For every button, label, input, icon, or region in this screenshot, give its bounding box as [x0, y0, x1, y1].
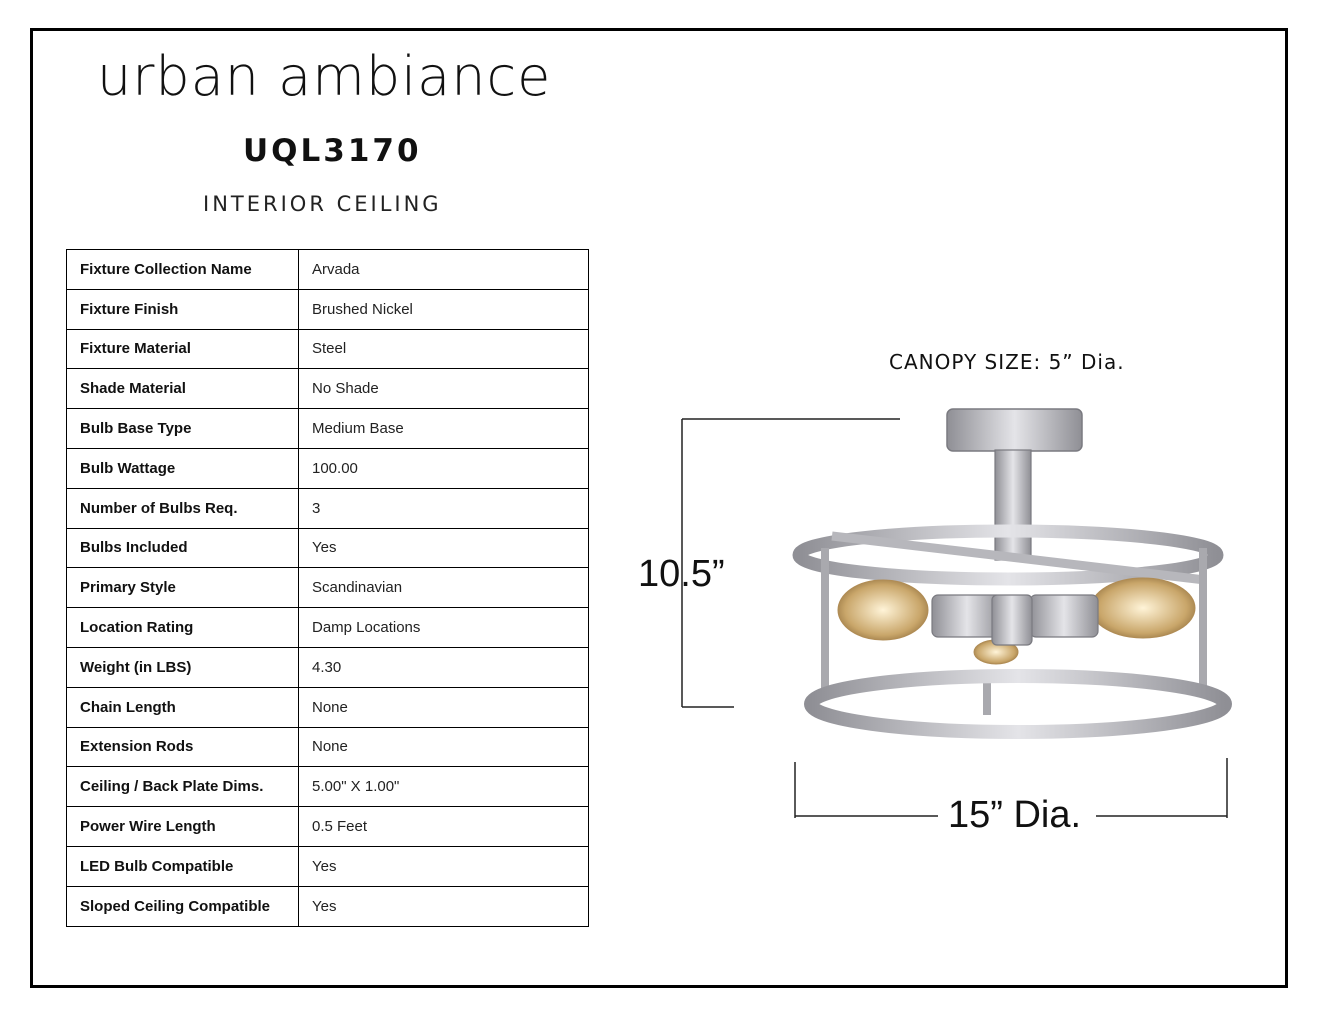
spec-value: Yes — [298, 885, 589, 927]
spec-value: Steel — [298, 328, 589, 370]
spec-label: Shade Material — [66, 368, 299, 410]
spec-value: Scandinavian — [298, 567, 589, 609]
stem — [994, 449, 1032, 561]
spec-value: 4.30 — [298, 646, 589, 688]
socket-center — [991, 594, 1033, 646]
bottom-ring — [804, 669, 1232, 739]
product-category: INTERIOR CEILING — [203, 192, 442, 216]
spec-label: Weight (in LBS) — [66, 646, 299, 688]
spec-value: None — [298, 726, 589, 768]
spec-value: None — [298, 686, 589, 728]
spec-label: Ceiling / Back Plate Dims. — [66, 766, 299, 808]
spec-value: Brushed Nickel — [298, 288, 589, 330]
spec-label: Fixture Collection Name — [66, 249, 299, 290]
canopy — [946, 408, 1083, 452]
bulb-left — [837, 579, 929, 641]
brand-logo: urban ambiance — [97, 45, 552, 108]
socket-right — [1029, 594, 1099, 638]
spec-value: Yes — [298, 845, 589, 887]
canopy-size-label: CANOPY SIZE: 5” Dia. — [889, 350, 1125, 374]
fixture-diagram — [681, 408, 1232, 818]
height-dimension-label: 10.5” — [638, 553, 725, 595]
spec-label: Fixture Material — [66, 328, 299, 370]
spec-value: 100.00 — [298, 447, 589, 489]
spec-value: 3 — [298, 487, 589, 529]
spec-label: LED Bulb Compatible — [66, 845, 299, 887]
spec-label: Number of Bulbs Req. — [66, 487, 299, 529]
spec-row: Weight (in LBS)4.30 — [66, 646, 589, 688]
spec-value: Damp Locations — [298, 607, 589, 648]
spec-label: Location Rating — [66, 607, 299, 648]
spec-label: Bulb Base Type — [66, 408, 299, 449]
spec-value: No Shade — [298, 368, 589, 410]
width-dimension-label: 15” Dia. — [940, 794, 1090, 837]
spec-label: Power Wire Length — [66, 806, 299, 847]
spec-label: Sloped Ceiling Compatible — [66, 885, 299, 927]
spec-label: Extension Rods — [66, 726, 299, 768]
bulb-right — [1090, 577, 1196, 639]
spec-value: 5.00" X 1.00" — [298, 766, 589, 808]
spec-row: Number of Bulbs Req.3 — [66, 487, 589, 529]
spec-label: Chain Length — [66, 686, 299, 728]
height-dimension-line — [681, 418, 900, 708]
spec-value: Arvada — [298, 249, 589, 290]
spec-label: Bulbs Included — [66, 527, 299, 569]
spec-value: Yes — [298, 527, 589, 569]
model-number: UQL3170 — [243, 133, 422, 169]
page-border — [30, 28, 1288, 988]
spec-value: 0.5 Feet — [298, 806, 589, 847]
spec-label: Fixture Finish — [66, 288, 299, 330]
spec-label: Bulb Wattage — [66, 447, 299, 489]
top-ring — [792, 524, 1224, 586]
cross-bar — [831, 531, 1206, 585]
spec-label: Primary Style — [66, 567, 299, 609]
width-dimension-line — [794, 758, 1228, 818]
spec-value: Medium Base — [298, 408, 589, 449]
spec-row: Ceiling / Back Plate Dims.5.00" X 1.00" — [66, 766, 589, 808]
fixture-illustration — [792, 408, 1232, 739]
